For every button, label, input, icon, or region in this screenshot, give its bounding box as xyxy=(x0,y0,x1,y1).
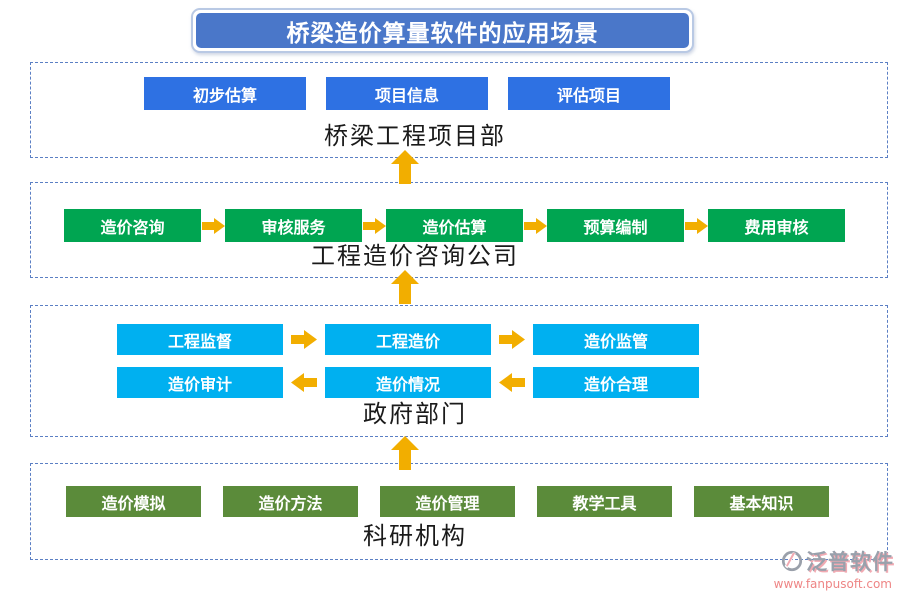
node-teaching-tools: 教学工具 xyxy=(537,486,672,517)
up-arrow-icon xyxy=(391,150,419,184)
right-arrow-icon xyxy=(283,330,325,349)
node-project-info: 项目信息 xyxy=(326,77,488,110)
node-cost-management: 造价管理 xyxy=(380,486,515,517)
node-basic-knowledge: 基本知识 xyxy=(694,486,829,517)
up-arrow-icon xyxy=(391,436,419,470)
up-arrow-icon xyxy=(391,270,419,304)
node-cost-reasonable: 造价合理 xyxy=(533,367,699,398)
brand-website: www.fanpusoft.com xyxy=(773,577,892,591)
page-title-text: 桥梁造价算量软件的应用场景 xyxy=(196,13,689,48)
left-arrow-icon xyxy=(283,373,325,392)
section-government: 工程监督 工程造价 造价监管 造价审计 造价情况 造价合理 政府部门 xyxy=(30,305,888,437)
node-cost-method: 造价方法 xyxy=(223,486,358,517)
node-preliminary-estimate: 初步估算 xyxy=(144,77,306,110)
right-arrow-icon xyxy=(684,217,708,234)
right-arrow-icon xyxy=(362,217,386,234)
fanpu-logo-icon xyxy=(781,550,803,572)
node-project-cost: 工程造价 xyxy=(325,324,491,355)
node-audit-service: 审核服务 xyxy=(225,209,362,242)
right-arrow-icon xyxy=(201,217,225,234)
node-cost-consulting: 造价咨询 xyxy=(64,209,201,242)
right-arrow-icon xyxy=(523,217,547,234)
section-label-government: 政府部门 xyxy=(363,400,467,428)
section-label-bridge-dept: 桥梁工程项目部 xyxy=(324,122,506,150)
section-label-research: 科研机构 xyxy=(363,522,467,550)
brand-name: 泛普软件 xyxy=(806,551,894,574)
node-expense-review: 费用审核 xyxy=(708,209,845,242)
right-arrow-icon xyxy=(491,330,533,349)
node-cost-audit: 造价审计 xyxy=(117,367,283,398)
research-node-row: 造价模拟 造价方法 造价管理 教学工具 基本知识 xyxy=(66,486,887,517)
section-label-consulting: 工程造价咨询公司 xyxy=(311,242,519,270)
fanpu-watermark: 泛普软件 www.fanpusoft.com xyxy=(734,546,894,591)
node-cost-regulation: 造价监管 xyxy=(533,324,699,355)
section-consulting-company: 造价咨询 审核服务 造价估算 预算编制 费用审核 工程造价咨询公司 xyxy=(30,182,888,278)
node-project-supervision: 工程监督 xyxy=(117,324,283,355)
page-title: 桥梁造价算量软件的应用场景 xyxy=(191,8,694,53)
bridge-dept-node-row: 初步估算 项目信息 评估项目 xyxy=(144,77,887,110)
section-bridge-project-dept: 初步估算 项目信息 评估项目 桥梁工程项目部 xyxy=(30,62,888,158)
node-cost-simulation: 造价模拟 xyxy=(66,486,201,517)
government-node-row-1: 工程监督 工程造价 造价监管 xyxy=(117,324,887,355)
node-cost-estimate: 造价估算 xyxy=(386,209,523,242)
node-evaluate-project: 评估项目 xyxy=(508,77,670,110)
consulting-node-row: 造价咨询 审核服务 造价估算 预算编制 费用审核 xyxy=(64,209,887,242)
left-arrow-icon xyxy=(491,373,533,392)
node-cost-situation: 造价情况 xyxy=(325,367,491,398)
government-node-row-2: 造价审计 造价情况 造价合理 xyxy=(117,367,887,398)
node-budget-compilation: 预算编制 xyxy=(547,209,684,242)
section-research: 造价模拟 造价方法 造价管理 教学工具 基本知识 科研机构 xyxy=(30,463,888,560)
